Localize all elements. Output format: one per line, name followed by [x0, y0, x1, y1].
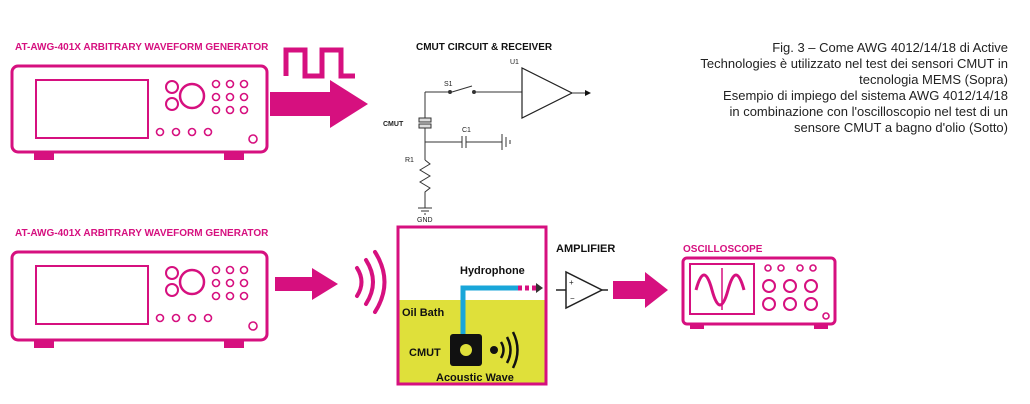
sound-wave-icon	[355, 250, 387, 314]
caption-line: Esempio di impiego del sistema AWG 4012/…	[723, 88, 1008, 103]
caption-line: tecnologia MEMS (Sopra)	[859, 72, 1008, 87]
hydrophone-arrow-icon	[536, 283, 543, 293]
bottom-signal-arrow	[275, 268, 338, 300]
top-waveform-generator	[10, 64, 269, 160]
u1-label: U1	[510, 59, 519, 66]
ground-label: GND	[417, 217, 433, 224]
amplifier-output-arrow	[613, 272, 668, 308]
tank-cmut-label: CMUT	[409, 347, 441, 359]
top-signal-arrow	[270, 80, 368, 128]
cmut-sensor-icon	[450, 331, 519, 369]
square-pulse-waveform	[283, 47, 355, 79]
cmut-circuit-title: CMUT CIRCUIT & RECEIVER	[416, 42, 553, 53]
amplifier-icon: + −	[556, 270, 608, 310]
s1-label: S1	[444, 81, 453, 88]
caption-line: in combinazione con l'oscilloscopio nel …	[729, 104, 1008, 119]
top-generator-title: AT-AWG-401X ARBITRARY WAVEFORM GENERATOR	[15, 42, 269, 53]
caption-line: Fig. 3 – Come AWG 4012/14/18 di Active	[772, 40, 1008, 55]
figure-caption: Fig. 3 – Come AWG 4012/14/18 di Active T…	[678, 40, 1008, 136]
caption-line: sensore CMUT a bagno d'olio (Sotto)	[794, 120, 1008, 135]
hydrophone-cable	[460, 285, 518, 335]
oscilloscope-device	[681, 256, 837, 329]
bottom-waveform-generator	[10, 250, 269, 348]
r1-label: R1	[405, 157, 414, 164]
oscilloscope-title: OSCILLOSCOPE	[683, 244, 763, 255]
bottom-generator-title: AT-AWG-401X ARBITRARY WAVEFORM GENERATOR	[15, 228, 269, 239]
sine-wave-icon	[694, 273, 746, 307]
caption-line: Technologies è utilizzato nel test dei s…	[700, 56, 1008, 71]
svg-text:+: +	[569, 278, 574, 287]
cmut-circuit-schematic	[418, 67, 591, 215]
oil-bath-label: Oil Bath	[402, 307, 444, 319]
hydrophone-label: Hydrophone	[460, 265, 525, 277]
svg-text:−: −	[570, 294, 575, 303]
amplifier-title: AMPLIFIER	[556, 243, 615, 255]
cmut-circuit-label: CMUT	[383, 121, 404, 128]
c1-label: C1	[462, 127, 471, 134]
acoustic-wave-label: Acoustic Wave	[436, 372, 514, 384]
